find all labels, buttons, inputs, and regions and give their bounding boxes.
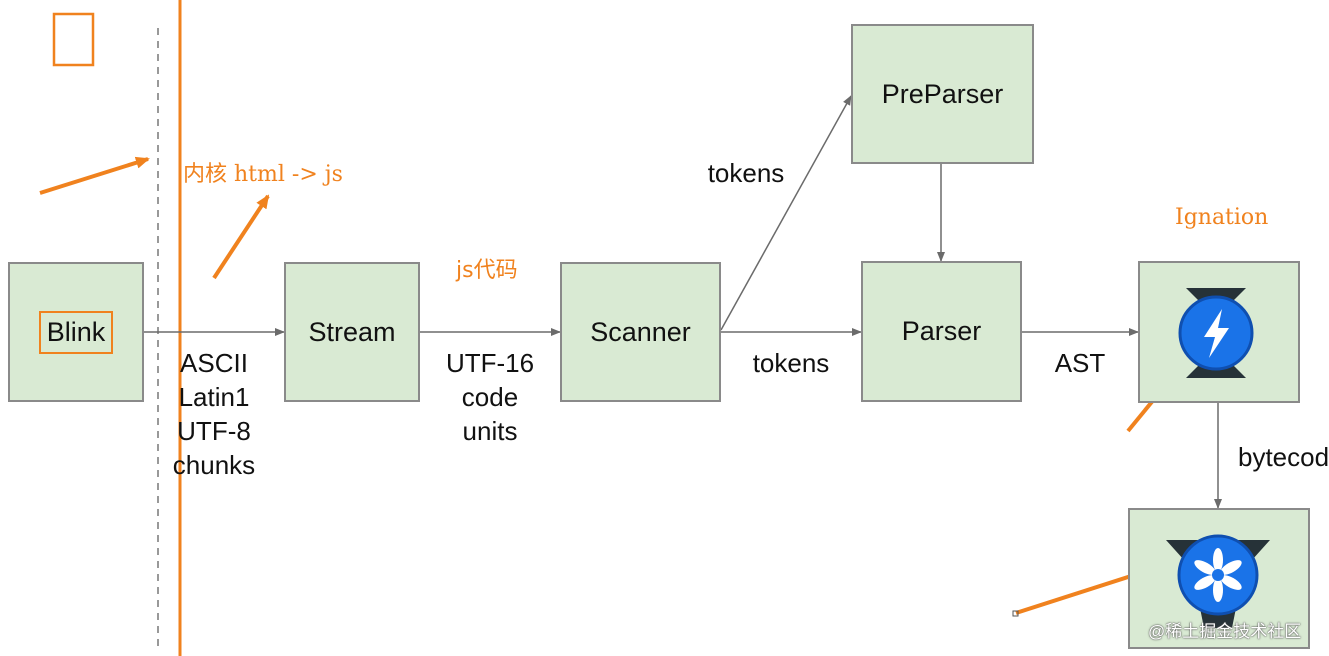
annotation-arrow-2 (212, 194, 270, 280)
edge-label-line: Latin1 (178, 382, 250, 412)
ignition-logo-icon (1138, 261, 1300, 403)
preparser-label: PreParser (881, 78, 1004, 109)
edge-label-line: UTF-16 (445, 348, 535, 378)
annotation-arrow-1 (39, 156, 150, 195)
edge-label-line: units (462, 416, 518, 446)
edge-label-ignition-turbofan: bytecod (1238, 442, 1329, 472)
scanner-label: Scanner (590, 316, 691, 347)
edge-label-scanner-preparser: tokens (707, 158, 785, 188)
scanner-node[interactable]: Scanner (560, 262, 721, 402)
annotation-ignition: Ignation (1175, 205, 1269, 230)
stream-node[interactable]: Stream (284, 262, 420, 402)
edge-label-stream-scanner: UTF-16 code units (432, 346, 548, 448)
blink-node[interactable]: Blink (8, 262, 144, 402)
edge-label-line: ASCII (180, 348, 248, 378)
edge-scanner-preparser (720, 95, 852, 331)
blink-label: Blink (38, 310, 114, 354)
preparser-node[interactable]: PreParser (851, 24, 1034, 164)
annotation-kernel: 内核 html -> js (183, 162, 343, 187)
edge-label-parser-ignition: AST (1054, 348, 1106, 378)
edge-label-blink-stream: ASCII Latin1 UTF-8 chunks (162, 346, 266, 482)
arrow-endpoint-marker (1012, 610, 1019, 617)
edge-label-scanner-parser: tokens (752, 348, 830, 378)
annotation-js-code: js代码 (456, 258, 518, 283)
watermark: @稀土掘金技术社区 (1148, 622, 1302, 641)
edge-label-line: code (461, 382, 519, 412)
parser-node[interactable]: Parser (861, 261, 1022, 402)
edge-label-line: UTF-8 (177, 416, 251, 446)
parser-label: Parser (901, 316, 982, 346)
stream-label: Stream (308, 316, 396, 347)
orange-selection-square (52, 12, 95, 67)
turbofan-logo-icon (1128, 508, 1310, 649)
edge-label-line: chunks (172, 450, 256, 480)
